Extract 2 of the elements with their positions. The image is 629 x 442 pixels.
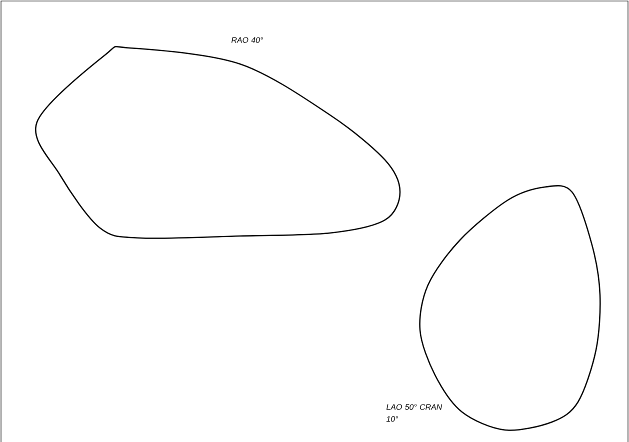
outline-drawing: [419, 185, 601, 431]
outline-drawing: [35, 46, 401, 239]
